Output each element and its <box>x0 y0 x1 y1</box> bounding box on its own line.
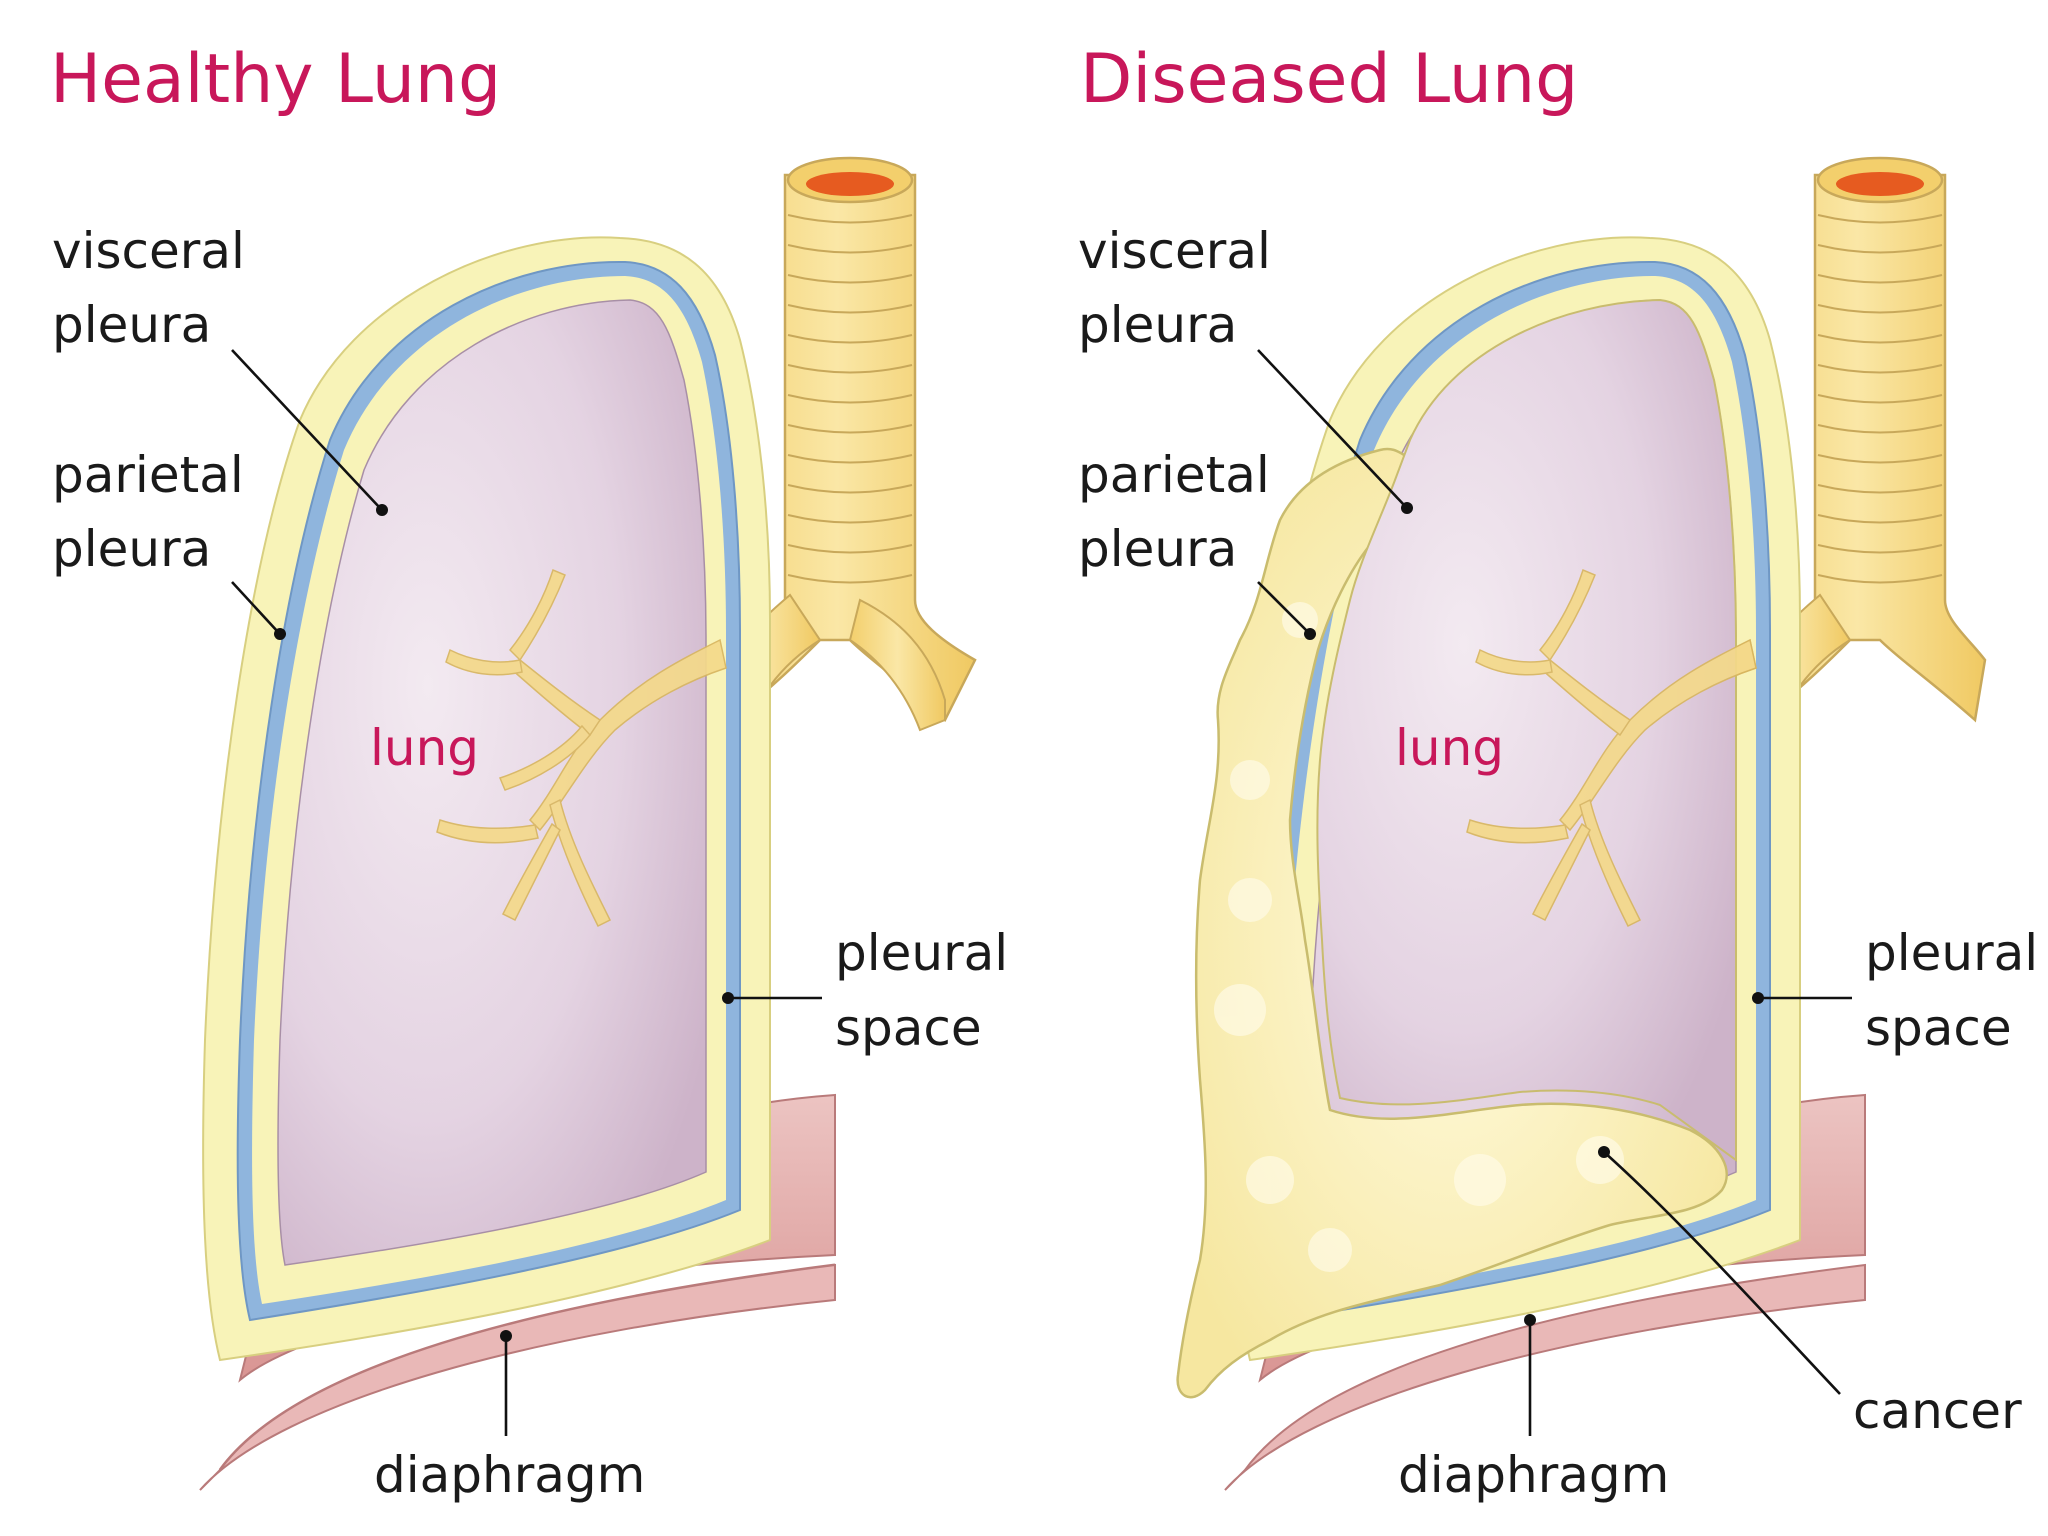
diseased-title: Diseased Lung <box>1080 40 1578 119</box>
parietal-label-line1: parietal <box>52 446 244 504</box>
visceral-leader-dot <box>376 504 388 516</box>
parietal-label-line2: pleura <box>1078 520 1237 578</box>
parietal-leader-dot <box>1304 628 1316 640</box>
visceral-label-line1: visceral <box>52 222 245 280</box>
cancer-label: cancer <box>1853 1382 2022 1440</box>
parietal-leader <box>1257 581 1309 633</box>
lung-label: lung <box>1395 719 1504 777</box>
cancer-leader <box>1603 1151 1841 1395</box>
pleural-space-label-line2: space <box>835 999 982 1057</box>
pleural-space-leader-dot <box>722 992 734 1004</box>
lung-label: lung <box>370 719 479 777</box>
parietal-label-line1: parietal <box>1078 446 1270 504</box>
diaphragm-label: diaphragm <box>374 1446 645 1504</box>
healthy-title: Healthy Lung <box>50 40 501 119</box>
pleural-space-leader-dot <box>1752 992 1764 1004</box>
cancer-leader-dot <box>1598 1146 1610 1158</box>
visceral-leader <box>231 349 381 509</box>
cancer-inner-edge <box>1316 298 1737 1162</box>
diaphragm-leader-dot <box>500 1330 512 1342</box>
visceral-label-line1: visceral <box>1078 222 1271 280</box>
parietal-leader <box>231 581 279 633</box>
bronchial-tree <box>436 568 727 928</box>
visceral-leader-dot <box>1401 502 1413 514</box>
cancer-mass <box>1176 298 1757 1399</box>
visceral-label-line2: pleura <box>1078 296 1237 354</box>
parietal-label-line2: pleura <box>52 520 211 578</box>
healthy-panel: Healthy Lung <box>50 40 1008 1504</box>
parietal-leader-dot <box>274 628 286 640</box>
diaphragm-leader-dot <box>1524 1314 1536 1326</box>
visceral-label-line2: pleura <box>52 296 211 354</box>
pleural-space-label-line1: pleural <box>1865 924 2038 982</box>
visceral-leader <box>1257 349 1406 507</box>
pleural-space-label-line1: pleural <box>835 924 1008 982</box>
diaphragm-label: diaphragm <box>1398 1446 1669 1504</box>
pleural-space-label-line2: space <box>1865 999 2012 1057</box>
diseased-panel: Diseased Lung <box>1078 40 2038 1504</box>
diaphragm-lower <box>199 1263 836 1491</box>
diaphragm-lower <box>1224 1263 1866 1491</box>
lung-tissue <box>277 299 707 1266</box>
